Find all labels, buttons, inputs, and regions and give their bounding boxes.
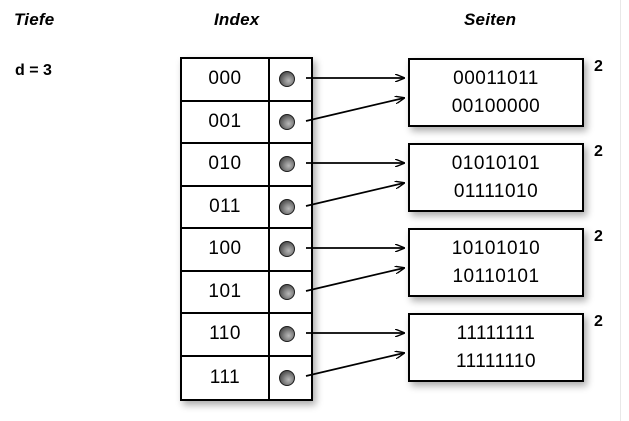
page-bucket[interactable]: 11111111 11111110 xyxy=(408,313,584,382)
page-bucket[interactable]: 00011011 00100000 xyxy=(408,58,584,127)
directory-pointer-cell[interactable] xyxy=(270,59,311,100)
page-record: 10110101 xyxy=(452,265,540,287)
directory-pointer-cell[interactable] xyxy=(270,314,311,355)
directory-pointer-cell[interactable] xyxy=(270,229,311,270)
column-heading-depth: Tiefe xyxy=(14,10,55,29)
directory-row[interactable]: 000 xyxy=(182,59,311,102)
page-record: 10101010 xyxy=(451,237,541,259)
directory-row[interactable]: 101 xyxy=(182,271,311,314)
arrow-101-to-page-2 xyxy=(305,268,404,292)
directory-key: 000 xyxy=(182,59,270,100)
directory-row[interactable]: 100 xyxy=(182,229,311,272)
pointer-dot-icon xyxy=(279,326,295,343)
column-heading-index: Index xyxy=(214,10,260,29)
page-record: 01010101 xyxy=(451,152,541,174)
pointer-dot-icon xyxy=(279,241,295,258)
directory-key: 011 xyxy=(182,186,270,227)
directory-row[interactable]: 110 xyxy=(182,314,311,357)
directory-row[interactable]: 001 xyxy=(182,101,311,144)
column-heading-pages: Seiten xyxy=(464,10,517,29)
directory-pointer-cell[interactable] xyxy=(270,272,311,313)
directory-row[interactable]: 111 xyxy=(182,356,311,400)
directory-row[interactable]: 011 xyxy=(182,186,311,229)
page-local-depth: 2 xyxy=(594,313,603,330)
directory-pointer-cell[interactable] xyxy=(270,144,311,185)
page-local-depth: 2 xyxy=(594,143,603,160)
directory-pointer-cell[interactable] xyxy=(270,187,311,228)
directory-table: 000 001 010 011 100 xyxy=(180,57,313,401)
directory-key: 110 xyxy=(182,314,270,355)
directory-key: 100 xyxy=(182,229,270,270)
directory-row[interactable]: 010 xyxy=(182,144,311,187)
arrow-111-to-page-3 xyxy=(305,353,404,377)
directory-pointer-cell[interactable] xyxy=(270,357,311,400)
page-record: 00100000 xyxy=(451,95,541,117)
pointer-dot-icon xyxy=(279,198,295,215)
directory-key: 111 xyxy=(182,356,270,399)
page-record: 00011011 xyxy=(453,67,539,89)
page-bucket[interactable]: 10101010 10110101 xyxy=(408,228,584,297)
directory-key: 001 xyxy=(182,101,270,142)
page-local-depth: 2 xyxy=(594,58,603,75)
page-record: 01111010 xyxy=(453,180,539,202)
page-record: 11111111 xyxy=(456,322,536,344)
directory-key: 101 xyxy=(182,271,270,312)
pointer-dot-icon xyxy=(279,156,295,173)
arrow-001-to-page-0 xyxy=(305,98,404,122)
pointer-dot-icon xyxy=(279,283,295,300)
page-local-depth: 2 xyxy=(594,228,603,245)
pointer-dot-icon xyxy=(279,369,295,386)
global-depth-value: d = 3 xyxy=(15,62,52,79)
slide-edge-divider xyxy=(620,0,621,421)
arrow-011-to-page-1 xyxy=(305,183,404,207)
directory-key: 010 xyxy=(182,144,270,185)
page-record: 11111110 xyxy=(455,350,537,372)
directory-pointer-cell[interactable] xyxy=(270,102,311,143)
pointer-dot-icon xyxy=(279,71,295,88)
pointer-dot-icon xyxy=(279,113,295,130)
page-bucket[interactable]: 01010101 01111010 xyxy=(408,143,584,212)
